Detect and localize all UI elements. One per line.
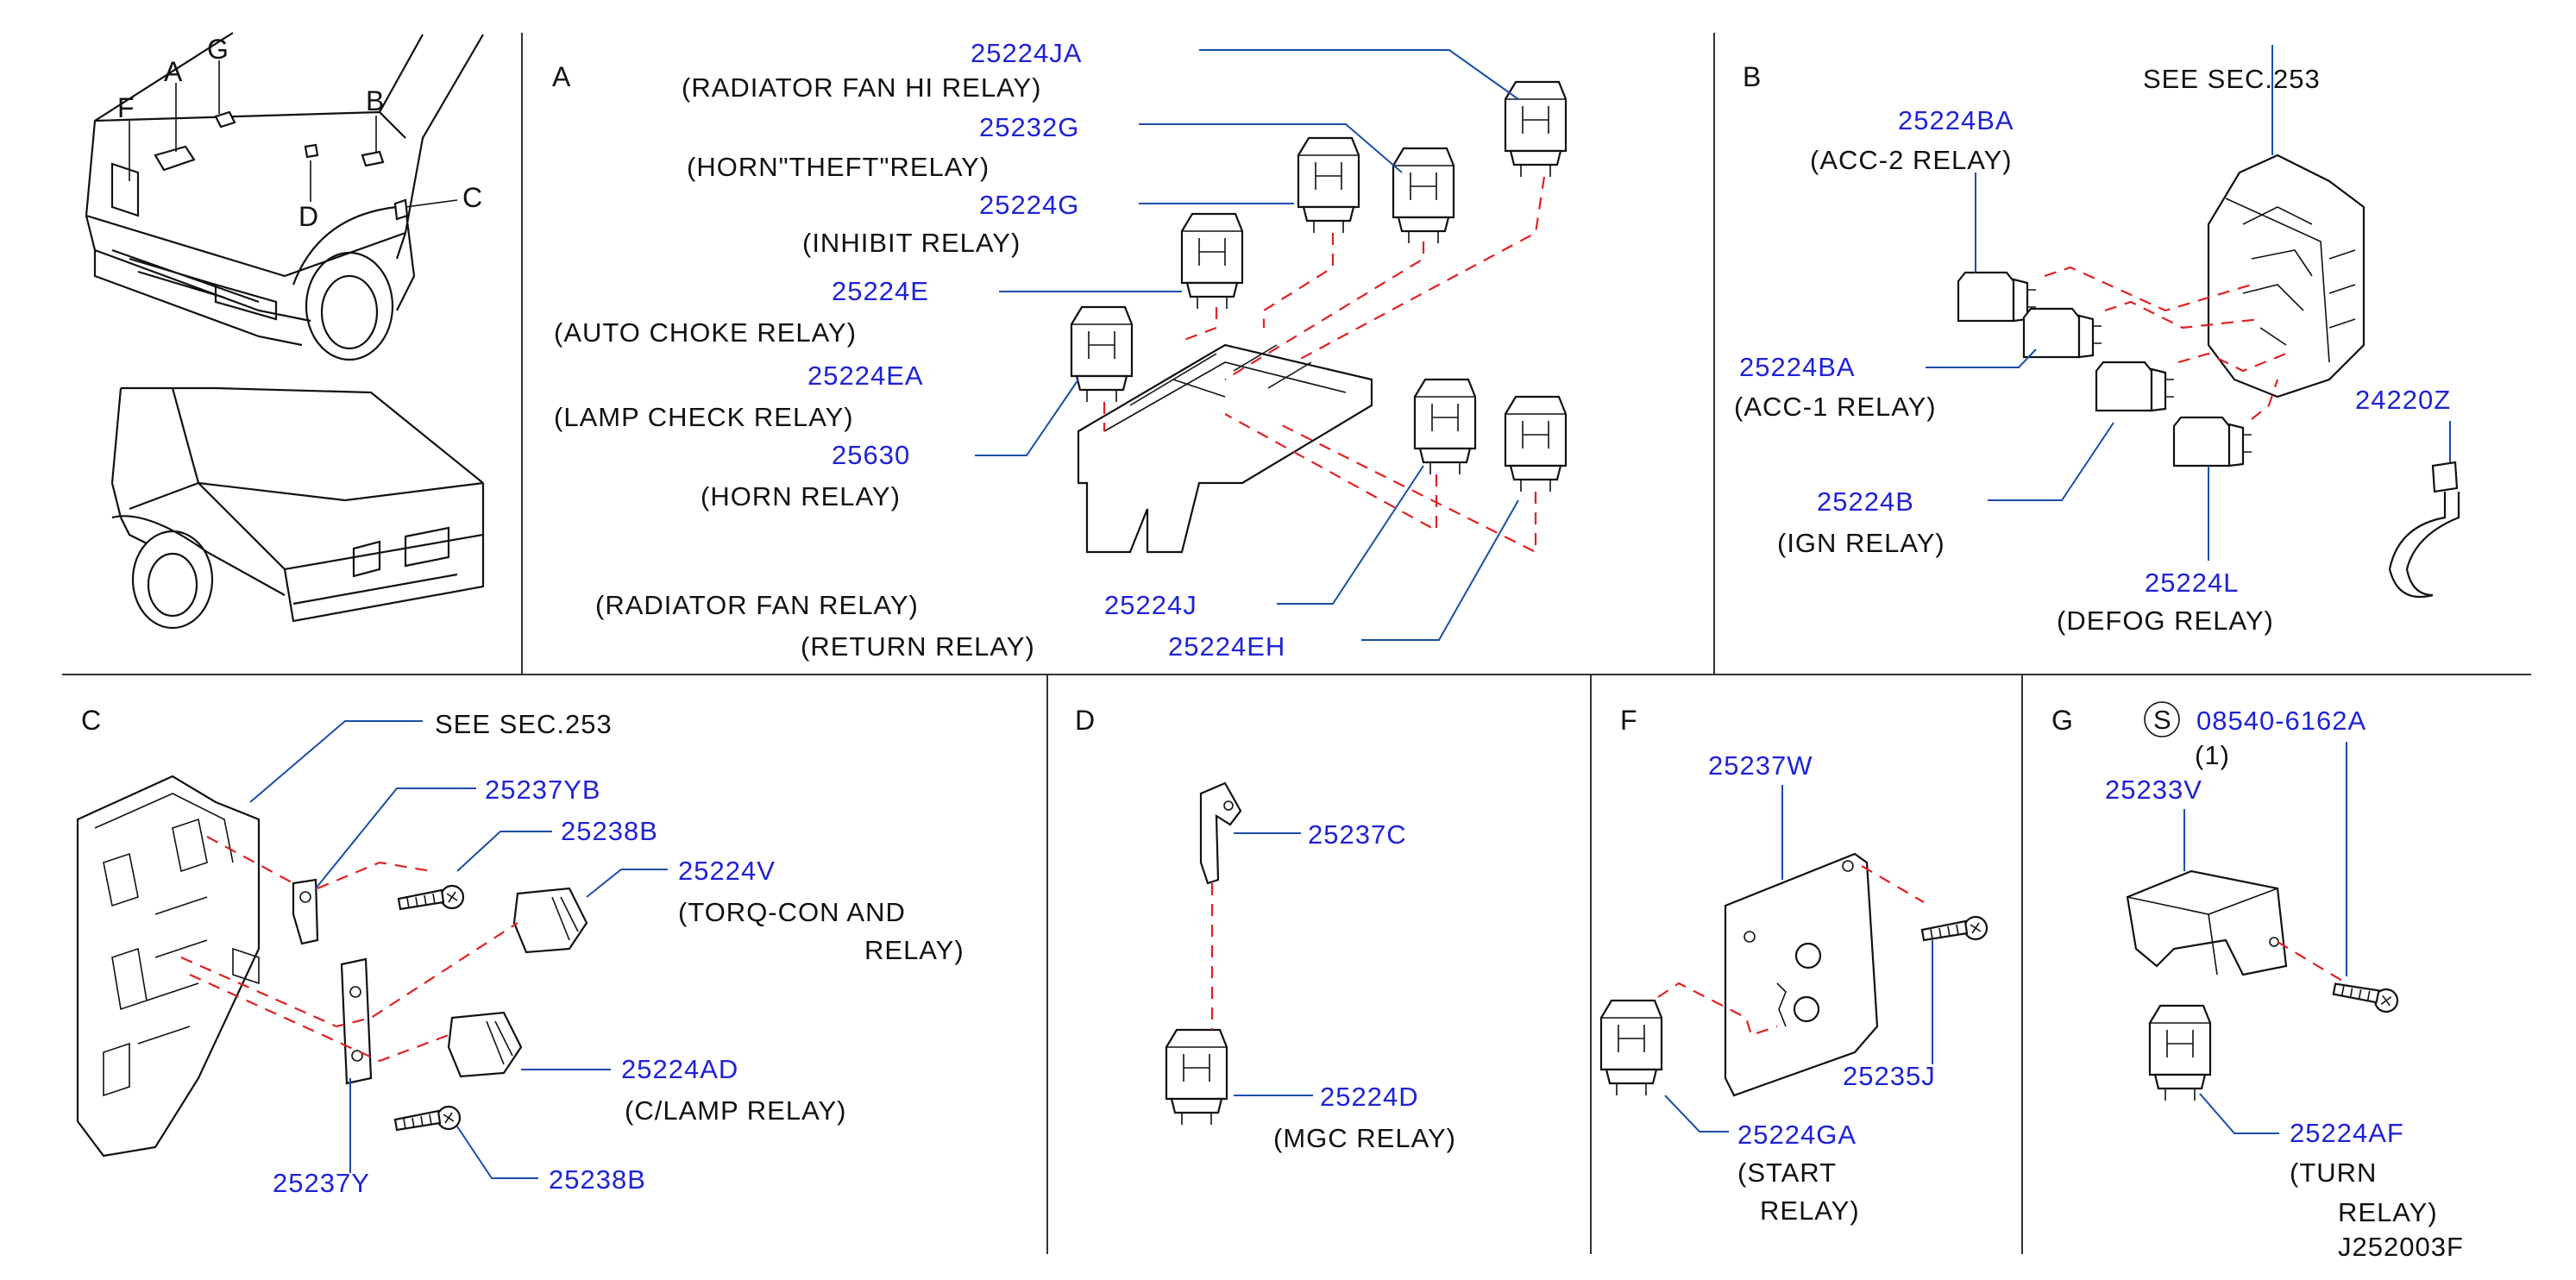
section-dividers: [62, 33, 2531, 1254]
pn-25224JA: 25224JA: [971, 38, 1082, 68]
pn-25238B-bottom: 25238B: [549, 1164, 646, 1195]
overview-label-a: A: [164, 56, 183, 87]
desc-horn-relay: (HORN RELAY): [701, 481, 901, 511]
section-a-label: A: [552, 61, 571, 92]
pn-25224EH: 25224EH: [1168, 631, 1285, 662]
desc-start-relay-line1: (START: [1737, 1158, 1837, 1188]
section-c-labels: SEE SEC.253 25237YB 25238B 25224V (TORQ-…: [273, 709, 964, 1198]
overview-label-c: C: [462, 182, 482, 213]
pn-25235J: 25235J: [1843, 1061, 1936, 1091]
pn-25224B: 25224B: [1817, 486, 1914, 517]
pn-25237YB: 25237YB: [485, 775, 601, 805]
pn-25224BA-acc2: 25224BA: [1898, 105, 2014, 135]
desc-mgc-relay: (MGC RELAY): [1273, 1123, 1456, 1153]
standard-part-symbol: [2144, 701, 2180, 737]
pn-08540-6162A: 08540-6162A: [2196, 706, 2366, 736]
desc-turn-relay-line1: (TURN: [2290, 1158, 2377, 1188]
pn-25224E: 25224E: [832, 276, 929, 306]
section-f-labels: 25237W 25235J 25224GA (START RELAY): [1708, 750, 1936, 1226]
desc-acc1-relay: (ACC-1 RELAY): [1734, 392, 1937, 422]
overview-label-g: G: [207, 34, 229, 65]
pn-25237Y: 25237Y: [273, 1168, 370, 1198]
section-c-label: C: [81, 705, 101, 736]
section-b-drawing: [1926, 45, 2460, 599]
section-b-label: B: [1743, 61, 1761, 92]
vehicle-rear-illustration: [110, 386, 485, 630]
overview-label-d: D: [298, 201, 318, 232]
section-g-label: G: [2051, 705, 2073, 736]
desc-radiator-fan-relay: (RADIATOR FAN RELAY): [595, 590, 919, 620]
pn-25237W: 25237W: [1708, 750, 1813, 781]
section-d-labels: 25237C 25224D (MGC RELAY): [1273, 819, 1456, 1153]
see-sec-253-b: SEE SEC.253: [2143, 64, 2321, 94]
pn-25237C: 25237C: [1308, 819, 1407, 850]
desc-acc2-relay: (ACC-2 RELAY): [1810, 145, 2013, 175]
pn-25233V: 25233V: [2105, 775, 2202, 805]
overview-label-f: F: [117, 92, 135, 123]
desc-torq-con-relay-line1: (TORQ-CON AND: [678, 897, 906, 927]
overview-labels: A G F B D C: [117, 34, 482, 232]
section-f-label: F: [1620, 705, 1637, 736]
figure-id: J252003F: [2338, 1232, 2464, 1262]
desc-start-relay-line2: RELAY): [1760, 1195, 1860, 1226]
desc-torq-con-relay-line2: RELAY): [864, 935, 964, 965]
pn-25630: 25630: [832, 440, 910, 470]
pn-25224AD: 25224AD: [621, 1054, 738, 1084]
pn-24220Z: 24220Z: [2355, 385, 2451, 415]
desc-defog-relay: (DEFOG RELAY): [2057, 605, 2274, 636]
section-b-labels: SEE SEC.253 25224BA (ACC-2 RELAY) 25224B…: [1734, 64, 2451, 636]
pn-25232G: 25232G: [979, 112, 1079, 142]
see-sec-253-c: SEE SEC.253: [435, 709, 613, 739]
section-g-labels: S 08540-6162A (1) 25233V 25224AF (TURN R…: [2105, 701, 2464, 1262]
vehicle-front-illustration: [85, 32, 484, 361]
pn-25224V: 25224V: [678, 856, 776, 886]
pn-25224EA: 25224EA: [807, 361, 924, 391]
pn-25224BA-acc1: 25224BA: [1739, 352, 1856, 382]
pn-25224J: 25224J: [1104, 590, 1197, 620]
desc-inhibit-relay: (INHIBIT RELAY): [802, 228, 1021, 258]
desc-ign-relay: (IGN RELAY): [1777, 528, 1945, 558]
desc-auto-choke-relay: (AUTO CHOKE RELAY): [554, 317, 857, 348]
overview-label-b: B: [366, 85, 384, 116]
pn-25224D: 25224D: [1320, 1082, 1419, 1112]
section-g-drawing: [2126, 742, 2402, 1134]
desc-turn-relay-line2: RELAY): [2338, 1197, 2438, 1227]
section-f-drawing: [1599, 785, 1989, 1133]
section-a-labels: 25224JA (RADIATOR FAN HI RELAY) 25232G (…: [554, 38, 1285, 662]
desc-radiator-fan-hi-relay: (RADIATOR FAN HI RELAY): [682, 72, 1041, 103]
desc-return-relay: (RETURN RELAY): [801, 631, 1035, 662]
section-c-drawing: [76, 720, 668, 1179]
desc-horn-theft-relay: (HORN"THEFT"RELAY): [687, 152, 990, 182]
desc-c-lamp-relay: (C/LAMP RELAY): [625, 1095, 846, 1126]
bolt-quantity: (1): [2195, 740, 2230, 770]
section-d-drawing: [1165, 781, 1313, 1126]
section-a-drawing: [975, 49, 1568, 641]
pn-25224AF: 25224AF: [2290, 1118, 2404, 1148]
section-d-label: D: [1075, 705, 1095, 736]
pn-25224G: 25224G: [979, 190, 1079, 220]
pn-25238B-top: 25238B: [561, 816, 658, 846]
pn-25224L: 25224L: [2145, 568, 2239, 598]
standard-part-letter: S: [2153, 705, 2172, 735]
desc-lamp-check-relay: (LAMP CHECK RELAY): [554, 402, 854, 432]
pn-25224GA: 25224GA: [1737, 1120, 1857, 1150]
